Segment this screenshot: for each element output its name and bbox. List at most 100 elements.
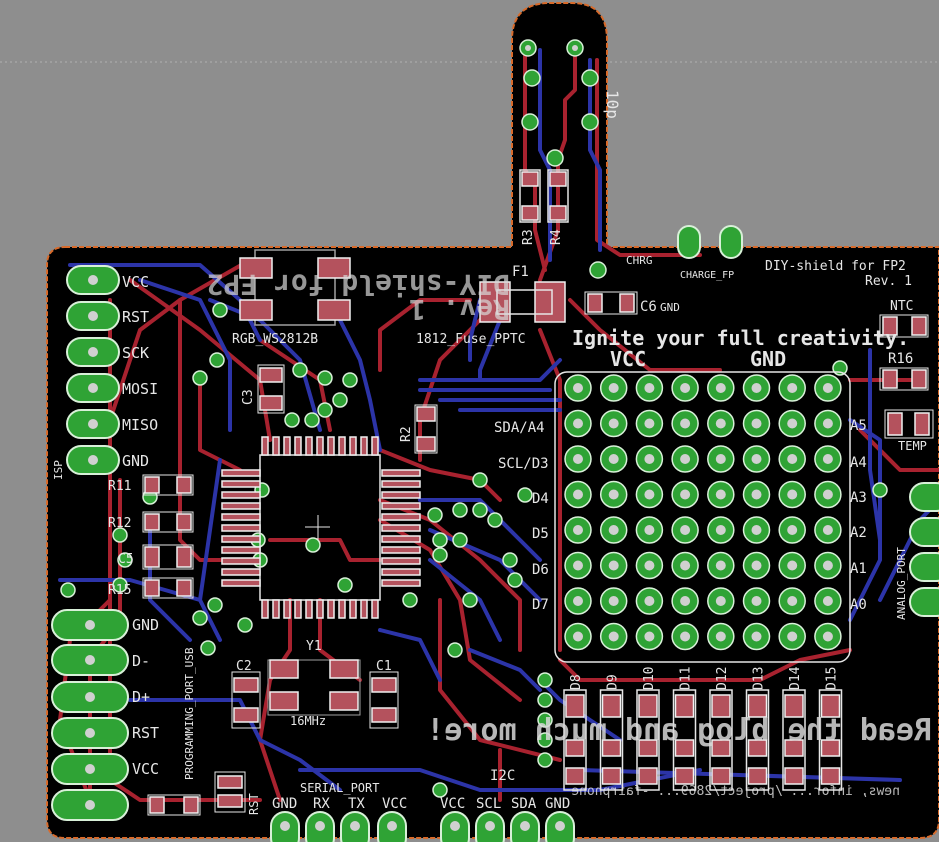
led-pad: [565, 739, 585, 757]
rgb-led: [239, 249, 351, 326]
serial-tx: TX: [348, 796, 365, 812]
r16-label: R16: [888, 351, 913, 367]
usb-gnd: GND: [132, 616, 159, 634]
led-pad: [784, 767, 804, 785]
led-label-d13: D13: [752, 667, 767, 690]
serial-title: SERIAL_PORT: [300, 781, 379, 795]
led-pad: [674, 694, 695, 718]
digital-d7: D7: [532, 597, 549, 613]
isp-rst: RST: [122, 308, 149, 326]
charge-fp-pins: [677, 225, 743, 259]
led-pad: [711, 739, 731, 757]
led-outline: [782, 689, 806, 791]
led-pad: [638, 694, 658, 718]
isp-gnd: GND: [122, 452, 149, 470]
led-label-d8: D8: [569, 674, 584, 690]
led-outline: [745, 689, 770, 791]
analog-title: ANALOG_PORT: [895, 547, 908, 620]
vcc-header-label: VCC: [610, 347, 646, 371]
fuse-value: 1812_Fuse_PPTC: [416, 332, 526, 347]
analog-a4: A4: [850, 455, 867, 471]
r3-label: R3: [521, 229, 536, 245]
led-outline: [818, 689, 843, 791]
led-pad: [820, 694, 841, 718]
rgb-label: RGB_WS2812B: [232, 332, 318, 347]
read-more: Read the blog and much more!: [426, 713, 932, 748]
c6-gnd-label: GND: [660, 301, 680, 314]
c1-label: C1: [376, 659, 392, 674]
led-pad: [674, 767, 695, 785]
mirror-title: DIY-shield for FP2: [207, 268, 510, 301]
r3-r4: [519, 169, 569, 223]
i2c-gnd: GND: [545, 796, 570, 812]
crystal-caps: [147, 659, 399, 816]
r15-label: R15: [108, 583, 131, 598]
serial-vcc: VCC: [382, 796, 407, 812]
led-label-d14: D14: [788, 666, 803, 690]
led-pad: [820, 767, 841, 785]
rst-label: RST: [247, 793, 261, 815]
analog-a5: A5: [850, 418, 867, 434]
led-pad: [638, 739, 658, 757]
temp-label: TEMP: [898, 439, 927, 453]
analog-a1: A1: [850, 561, 867, 577]
isp-title: ISP: [52, 460, 65, 480]
prototyping-grid: [554, 371, 851, 663]
usb-dminus: D-: [132, 652, 150, 670]
mcu-chip: [221, 436, 421, 619]
usb-dplus: D+: [132, 688, 150, 706]
news-url: news, infor... /project/2869... -fairpho…: [571, 784, 900, 799]
analog-a3: A3: [850, 490, 867, 506]
led-pad: [565, 694, 585, 718]
digital-scl: SCL/D3: [498, 456, 549, 472]
led-pad: [601, 767, 622, 785]
led-label-d9: D9: [606, 674, 621, 690]
board-rev: Rev. 1: [865, 274, 912, 289]
isp-vcc: VCC: [122, 273, 149, 291]
c6-label: C6: [640, 299, 657, 315]
led-label-d10: D10: [642, 667, 657, 690]
board-title: DIY-shield for FP2: [765, 259, 906, 274]
usb-header: [51, 609, 129, 821]
led-pad: [601, 739, 622, 757]
analog-a0: A0: [850, 597, 867, 613]
top-text: 10p: [603, 90, 622, 119]
isp-miso: MISO: [122, 416, 158, 434]
usb-title: PROGRAMMING_PORT_USB: [183, 647, 196, 780]
c3-label: C3: [241, 389, 256, 405]
bottom-headers: [270, 811, 575, 842]
r2-label: R2: [399, 426, 414, 442]
analog-header: [909, 482, 939, 617]
r4-label: R4: [549, 229, 564, 245]
led-pad: [747, 739, 768, 757]
digital-d4: D4: [532, 491, 549, 507]
isp-sck: SCK: [122, 344, 149, 362]
isp-mosi: MOSI: [122, 380, 158, 398]
led-label-d15: D15: [825, 667, 840, 690]
r12-label: R12: [108, 516, 131, 531]
c2-label: C2: [236, 659, 252, 674]
osc-label: 16MHz: [290, 714, 326, 728]
led-pad: [747, 694, 768, 718]
tagline: Ignite your full creativity.: [572, 326, 909, 350]
led-pad: [711, 694, 731, 718]
led-pad: [711, 767, 731, 785]
digital-d6: D6: [532, 562, 549, 578]
silkscreen: DIY-shield for FP2 Rev. 1 Ignite your fu…: [52, 90, 932, 815]
f1-label: F1: [512, 264, 529, 280]
led-pad: [565, 767, 585, 785]
digital-sda: SDA/A4: [494, 420, 545, 436]
led-pad: [820, 739, 841, 757]
led-row: [563, 689, 843, 791]
led-label-d11: D11: [679, 667, 694, 690]
led-outline: [636, 689, 660, 791]
usb-rst: RST: [132, 724, 159, 742]
led-outline: [672, 689, 697, 791]
led-outline: [599, 689, 624, 791]
led-pad: [784, 739, 804, 757]
r11-label: R11: [108, 479, 131, 494]
i2c-scl: SCL: [476, 796, 501, 812]
serial-rx: RX: [313, 796, 330, 812]
i2c-sda: SDA: [511, 796, 537, 812]
isp-header: [66, 265, 120, 475]
